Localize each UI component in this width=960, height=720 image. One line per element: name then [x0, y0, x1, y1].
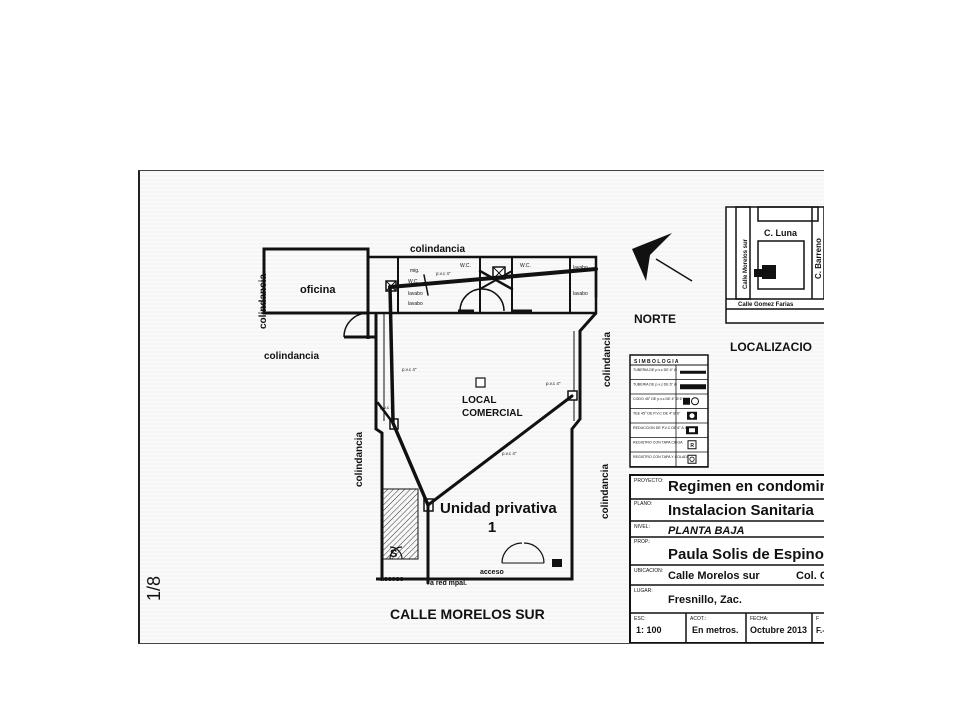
legend-symbol-box-circle	[687, 454, 697, 464]
label-wc-3: W.C.	[520, 263, 531, 269]
legend-row: TEE 45° DE P.V.C DE 4" Ø 6"	[630, 408, 708, 424]
label-wc-2: W.C.	[460, 263, 471, 269]
tb-esc-label: ESC:	[634, 616, 646, 622]
neighbor-left-bottom: colindancia	[354, 432, 365, 487]
legend-row: REGISTRO CON TAPA CIEGA R	[630, 437, 708, 453]
floor-plan: mig. W.C. lavabo W.C. W.C. lavabo lavabo…	[144, 244, 613, 622]
pipe-note-3: p.v.c 4"	[380, 405, 395, 410]
north-arrow-icon	[632, 233, 672, 281]
label-lavabo-1: lavabo	[408, 291, 423, 297]
neighbor-left-mid: colindancia	[264, 351, 319, 362]
legend-row: TUBERIA DE p.v.c DE 6" Ø	[630, 379, 708, 395]
margin-note: 1/8	[144, 576, 164, 601]
tb-ubicacion-label: UBICACION:	[634, 568, 663, 574]
legend-row: REGISTRO CON TAPA Y COLADERA	[630, 452, 708, 467]
tb-proyecto-label: PROYECTO:	[634, 478, 663, 484]
tb-prop-label: PROP.:	[634, 539, 650, 545]
tb-plano-value: Instalacion Sanitaria	[668, 502, 815, 519]
neighbor-top: colindancia	[410, 244, 465, 255]
legend-symbol-elbow	[683, 397, 699, 406]
legend-row-text: TEE 45° DE P.V.C DE 4" Ø 6"	[633, 412, 681, 416]
label-mig: mig.	[410, 268, 419, 274]
tb-lugar-value: Fresnillo, Zac.	[668, 594, 742, 606]
neighbor-right-top: colindancia	[602, 332, 613, 387]
north-arrow: NORTE	[632, 233, 693, 326]
tb-acot-value: En metros.	[692, 625, 739, 635]
north-label: NORTE	[634, 312, 676, 326]
label-lavabo-2: lavabo	[573, 265, 588, 271]
legend-row-text: REDUCCION DE P.V.C DE 6" A 4"	[633, 426, 689, 430]
room-local-2: COMERCIAL	[462, 408, 523, 419]
legend-row: REDUCCION DE P.V.C DE 6" A 4"	[630, 423, 708, 438]
legend-row-text: TUBERIA DE p.v.c DE 6" Ø	[633, 383, 677, 387]
tb-plano-label: PLANO:	[634, 501, 652, 507]
pipe-note-2: p.v.c 4"	[402, 367, 417, 372]
room-unit-1: Unidad privativa	[440, 500, 557, 517]
tb-extra-value: F.-	[816, 626, 824, 635]
registro-center	[475, 377, 486, 388]
tb-fecha-value: Octubre 2013	[750, 625, 807, 635]
drawing-canvas: mig. W.C. lavabo W.C. W.C. lavabo lavabo…	[144, 206, 824, 643]
drawing-sheet: mig. W.C. lavabo W.C. W.C. lavabo lavabo…	[138, 170, 824, 644]
legend-symbol-tee	[687, 411, 697, 420]
neighbor-right-bottom: colindancia	[600, 464, 611, 519]
tb-proyecto-value: Regimen en condomin	[668, 478, 824, 495]
label-wc-1: W.C.	[408, 279, 419, 285]
tb-ubicacion-extra: Col. C	[796, 570, 824, 582]
legend-row-text: CODO 45° DE p.v.c DE 4" Ø 6"	[633, 397, 684, 401]
legend-symbol-thick-bar	[680, 384, 706, 390]
map-street-morelos: Calle Morelos sur	[743, 238, 749, 289]
legend-row-text: REGISTRO CON TAPA CIEGA	[633, 441, 683, 445]
tb-prop-value: Paula Solis de Espino	[668, 546, 824, 563]
legend-row: CODO 45° DE p.v.c DE 4" Ø 6"	[630, 394, 708, 409]
map-street-barreno: C. Barreno	[814, 238, 823, 279]
tb-lugar-label: LUGAR:	[634, 588, 653, 594]
legend-symbol-reduction	[686, 426, 698, 435]
location-map: C. Luna C. Barreno Calle Morelos sur Cal…	[725, 206, 824, 354]
legend-row-text: REGISTRO CON TAPA Y COLADERA	[633, 455, 695, 459]
legend-row-text: TUBERIA DE p.v.c DE 4" Ø	[633, 368, 677, 372]
room-local-1: LOCAL	[462, 395, 496, 406]
legend: S I M B O L O G I A TUBERIA DE p.v.c DE …	[629, 354, 709, 468]
access-left: acceso	[380, 576, 404, 583]
tb-acot-label: ACOT.:	[690, 616, 706, 622]
pipe-note-4: p.v.c 4"	[502, 451, 517, 456]
label-lavabo-4: lavabo	[408, 301, 423, 307]
label-stair: S	[390, 548, 397, 560]
room-unit-2: 1	[488, 519, 496, 536]
location-label: LOCALIZACIO	[730, 340, 812, 354]
title-block: PROYECTO: Regimen en condomin PLANO: Ins…	[629, 474, 824, 643]
tb-nivel-label: NIVEL:	[634, 524, 650, 530]
access-sewer: a red mpal.	[430, 580, 467, 587]
tb-esc-value: 1: 100	[636, 625, 662, 635]
map-street-luna: C. Luna	[764, 228, 798, 238]
map-street-gomez: Calle Gomez Farias	[738, 302, 794, 308]
label-lavabo-3: lavabo	[573, 291, 588, 297]
tb-fecha-label: FECHA:	[750, 616, 768, 622]
tb-extra-label: F	[816, 616, 819, 622]
legend-registro-mark: R	[690, 443, 694, 449]
office-room	[262, 247, 370, 315]
legend-title: S I M B O L O G I A	[634, 359, 679, 365]
legend-symbol-box-r: R	[687, 440, 697, 450]
street-name: CALLE MORELOS SUR	[390, 606, 545, 622]
tb-nivel-value: PLANTA BAJA	[668, 525, 744, 537]
pipe-note-5: p.v.c 4"	[546, 381, 561, 386]
room-office: oficina	[300, 284, 336, 296]
tb-ubicacion-value: Calle Morelos sur	[668, 570, 760, 582]
access-right: acceso	[480, 569, 504, 576]
pipe-note-1: p.v.c 4"	[436, 271, 451, 276]
pipe-network	[376, 267, 598, 585]
legend-symbol-thin-bar	[680, 370, 706, 374]
neighbor-left-top: colindancia	[258, 274, 269, 329]
legend-row: TUBERIA DE p.v.c DE 4" Ø	[630, 365, 708, 380]
